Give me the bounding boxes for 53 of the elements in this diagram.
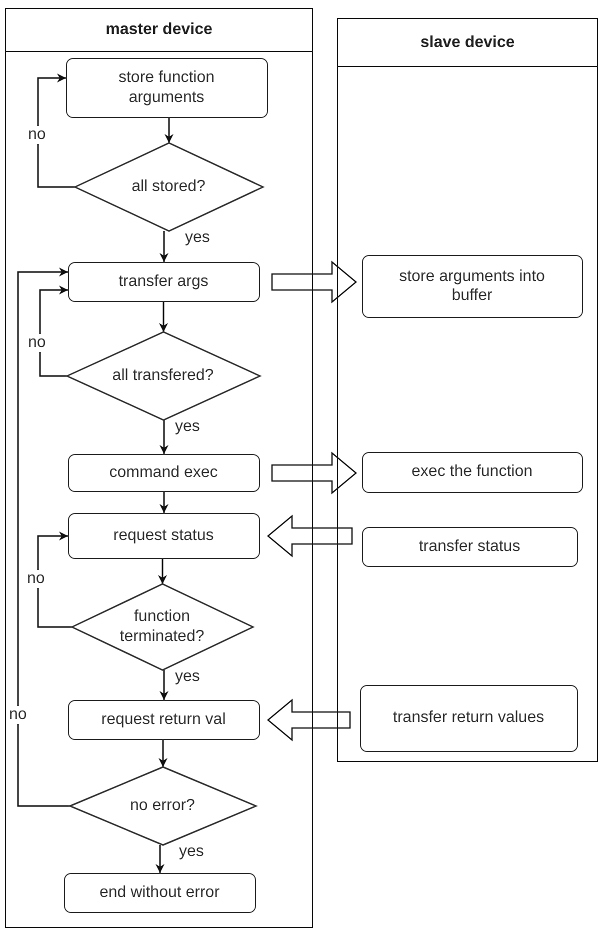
- edge-label: no: [9, 706, 27, 724]
- process-label: command exec: [109, 462, 218, 482]
- process-box: [362, 526, 578, 566]
- arrow: [160, 492, 168, 513]
- swimlane: [5, 8, 313, 928]
- process-label: store arguments into buffer: [398, 266, 546, 306]
- decision-diamond: [70, 766, 256, 844]
- edge-label: no: [27, 570, 45, 588]
- process-label: exec the function: [412, 462, 532, 482]
- decision-diamond: [74, 142, 262, 230]
- lane-title: master device: [106, 21, 212, 39]
- process-label: store function arguments: [117, 68, 216, 107]
- lane-title: slave device: [420, 34, 515, 52]
- process-box: [68, 454, 260, 492]
- arrow: [39, 286, 68, 377]
- process-label: request status: [113, 526, 214, 546]
- process-box: [68, 700, 260, 740]
- process-box: [68, 262, 260, 302]
- process-box: [68, 512, 260, 558]
- process-box: [64, 872, 256, 912]
- block-arrow: [271, 452, 358, 494]
- decision-label: no error?: [130, 796, 195, 816]
- arrow: [37, 74, 75, 188]
- process-box: [362, 254, 582, 318]
- swimlane: [337, 18, 598, 762]
- decision-label: function terminated?: [118, 607, 206, 646]
- arrow: [160, 231, 168, 262]
- arrow: [160, 670, 168, 700]
- arrow: [37, 532, 72, 628]
- arrow: [164, 118, 174, 143]
- arrow: [158, 740, 168, 767]
- arrow: [160, 420, 168, 454]
- process-label: transfer return values: [392, 708, 544, 728]
- process-label: transfer args: [118, 272, 208, 292]
- arrow: [159, 302, 168, 332]
- block-arrow: [271, 260, 358, 304]
- decision-label: all stored?: [132, 176, 206, 196]
- decision-diamond: [72, 584, 252, 670]
- arrow: [156, 845, 164, 873]
- process-box: [360, 684, 578, 752]
- decision-diamond: [66, 332, 260, 420]
- process-label: end without error: [99, 882, 220, 902]
- block-arrow: [266, 698, 351, 742]
- arrow: [17, 268, 70, 807]
- edge-label: no: [28, 334, 46, 352]
- process-box: [66, 58, 268, 118]
- arrow: [158, 559, 167, 584]
- process-box: [362, 452, 582, 492]
- block-arrow: [266, 514, 353, 558]
- process-label: request return val: [101, 710, 226, 730]
- decision-label: all transfered?: [112, 366, 214, 386]
- edge-label: no: [28, 126, 46, 144]
- process-label: transfer status: [418, 536, 520, 556]
